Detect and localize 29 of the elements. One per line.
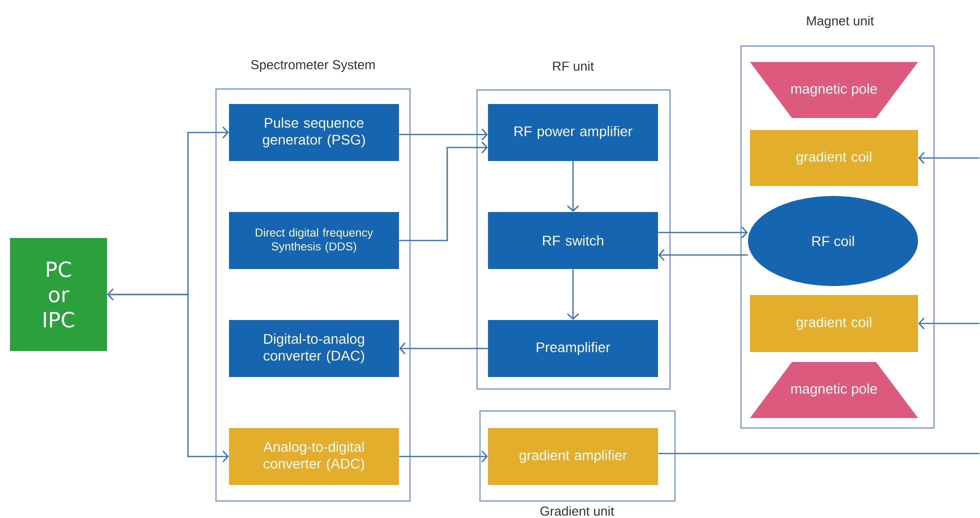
process-box: RF power amplifier (488, 104, 658, 161)
node-label: Magnet unit (807, 16, 874, 28)
node-label: RF unit (553, 61, 594, 71)
process-box: Pulse sequence generator (PSG) (229, 104, 399, 161)
arrow (658, 226, 748, 238)
process-box: Analog-to-digital converter (ADC) (229, 428, 399, 485)
process-box: Digital-to-analog converter (DAC) (229, 320, 399, 377)
arrow (399, 450, 488, 462)
pole-trapezoid: magnetic pole (750, 62, 918, 118)
arrow (107, 294, 229, 462)
pole-trapezoid: magnetic pole (750, 362, 918, 418)
node-label: Spectrometer System (251, 60, 375, 72)
process-box: RF switch (488, 212, 658, 269)
arrow (658, 249, 748, 261)
computer-box: PC or IPC (10, 238, 107, 351)
node-label: Gradient unit (540, 506, 614, 516)
arrow (918, 152, 980, 164)
arrow (567, 269, 579, 320)
arrow (567, 161, 579, 212)
arrow (399, 142, 488, 242)
process-box: Direct digital frequency Synthesis (DDS) (229, 212, 399, 269)
arrow (399, 342, 488, 354)
arrow (399, 128, 488, 140)
process-box: Preamplifier (488, 320, 658, 377)
arrow (918, 318, 980, 330)
arrow (107, 126, 229, 300)
coil-box: gradient coil (750, 294, 918, 352)
coil-box: gradient coil (750, 130, 918, 186)
process-box: gradient amplifier (488, 428, 658, 485)
